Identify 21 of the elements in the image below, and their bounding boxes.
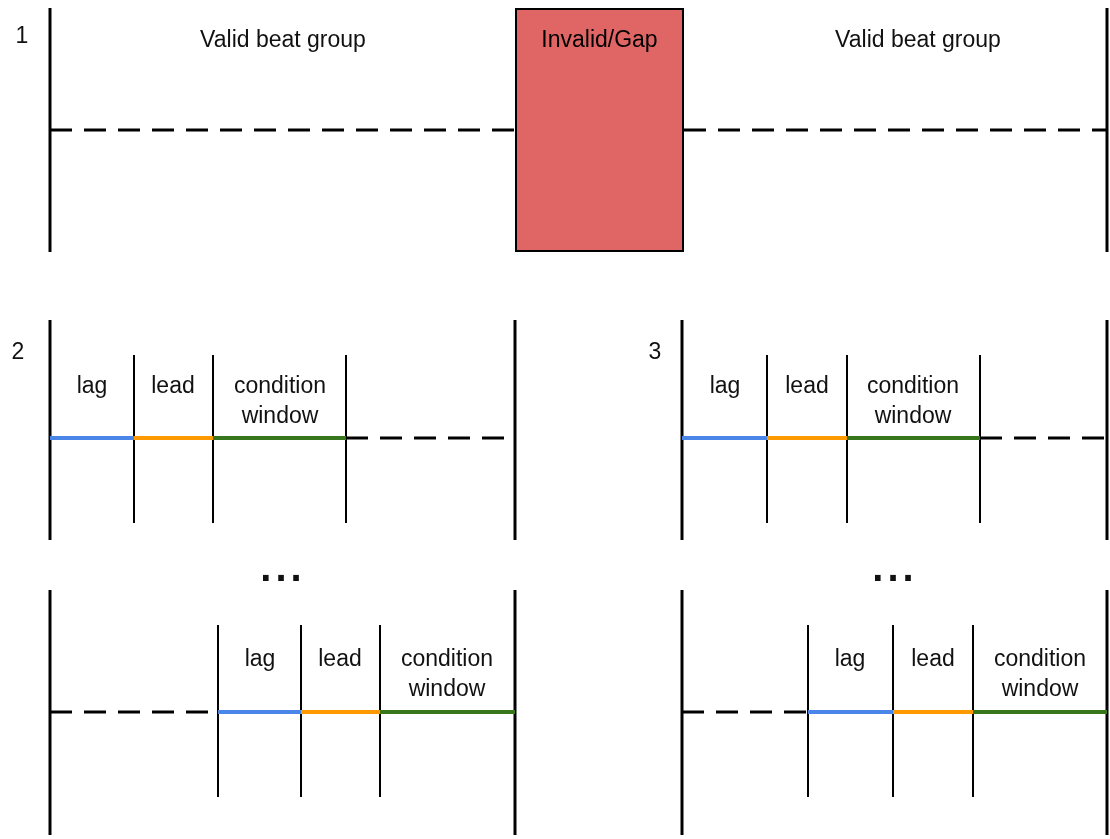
window-label: condition window <box>399 644 495 703</box>
panel-number: 2 <box>10 337 26 366</box>
window-label: lag <box>708 371 742 400</box>
window-label: condition window <box>992 644 1088 703</box>
window-label: lag <box>243 644 277 673</box>
window-label: lead <box>317 644 363 673</box>
region-label: Valid beat group <box>199 25 367 54</box>
window-label: condition window <box>232 371 328 430</box>
panel-number: 3 <box>647 337 663 366</box>
window-label: lag <box>833 644 867 673</box>
region-label: Invalid/Gap <box>540 26 659 53</box>
window-label: lead <box>784 371 830 400</box>
ellipsis-mark: ... <box>259 552 307 582</box>
region-label: Valid beat group <box>834 25 1002 54</box>
window-label: condition window <box>865 371 961 430</box>
gap-region-box <box>515 8 684 252</box>
window-label: lead <box>150 371 196 400</box>
window-label: lead <box>910 644 956 673</box>
window-label: lag <box>75 371 109 400</box>
ellipsis-mark: ... <box>871 552 919 582</box>
panel-number: 1 <box>14 21 30 50</box>
